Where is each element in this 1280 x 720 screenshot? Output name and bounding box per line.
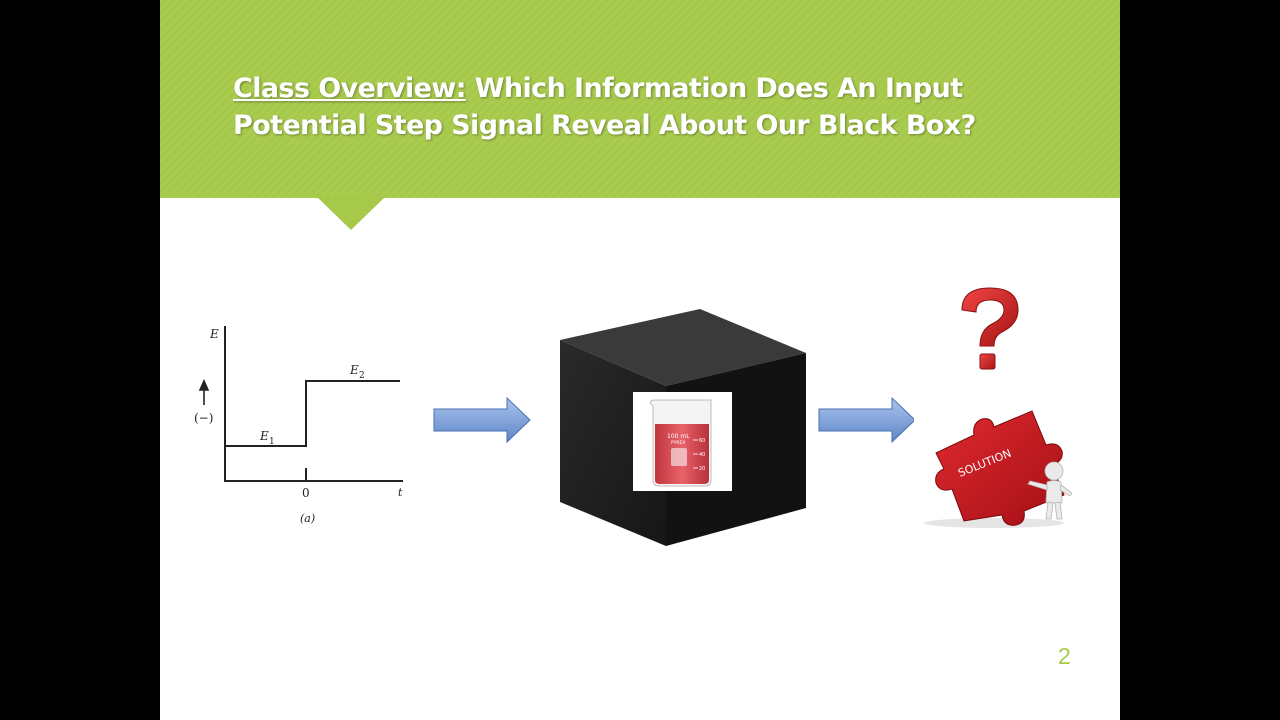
y-axis-label: E: [209, 327, 219, 341]
beaker-icon: 100 mL PYREX 60 40 20: [650, 399, 712, 487]
page-number: 2: [1058, 643, 1071, 669]
beaker-image: 100 mL PYREX 60 40 20: [633, 392, 732, 491]
graph-caption: (a): [300, 512, 315, 525]
scale-mark-20: 20: [699, 466, 705, 472]
right-arrow-icon: [433, 396, 531, 444]
graph-axes: [224, 326, 403, 482]
figure-icon: [1027, 461, 1073, 520]
step-signal-graph: E (−) E 1 E 2 0 t (a): [194, 326, 403, 525]
scale-mark-60: 60: [699, 438, 705, 444]
e2-letter: E: [349, 363, 359, 377]
puzzle-solution-image: SOLUTION: [914, 405, 1106, 531]
slide-title: Class Overview: Which Information Does A…: [233, 70, 1073, 144]
x-zero-label: 0: [302, 486, 310, 500]
x-axis-label: t: [398, 486, 403, 499]
direction-label: (−): [194, 411, 213, 425]
slide: Class Overview: Which Information Does A…: [160, 0, 1120, 720]
e1-subscript: 1: [269, 437, 275, 447]
title-banner: [160, 0, 1120, 198]
step-line: [225, 380, 400, 447]
up-arrow-icon: [198, 379, 210, 405]
puzzle-solution-icon: SOLUTION: [924, 410, 1073, 528]
right-arrow-icon: [818, 396, 916, 444]
e2-subscript: 2: [359, 371, 365, 381]
question-mark-icon: [961, 287, 1019, 370]
beaker-brand-label: PYREX: [671, 440, 685, 446]
scale-mark-40: 40: [699, 452, 705, 458]
title-rest: Which Information Does An Input Potentia…: [233, 73, 976, 141]
e1-letter: E: [259, 429, 269, 443]
beaker-volume-label: 100 mL: [667, 433, 690, 440]
title-lead: Class Overview:: [233, 73, 467, 104]
banner-pointer: [316, 196, 386, 230]
